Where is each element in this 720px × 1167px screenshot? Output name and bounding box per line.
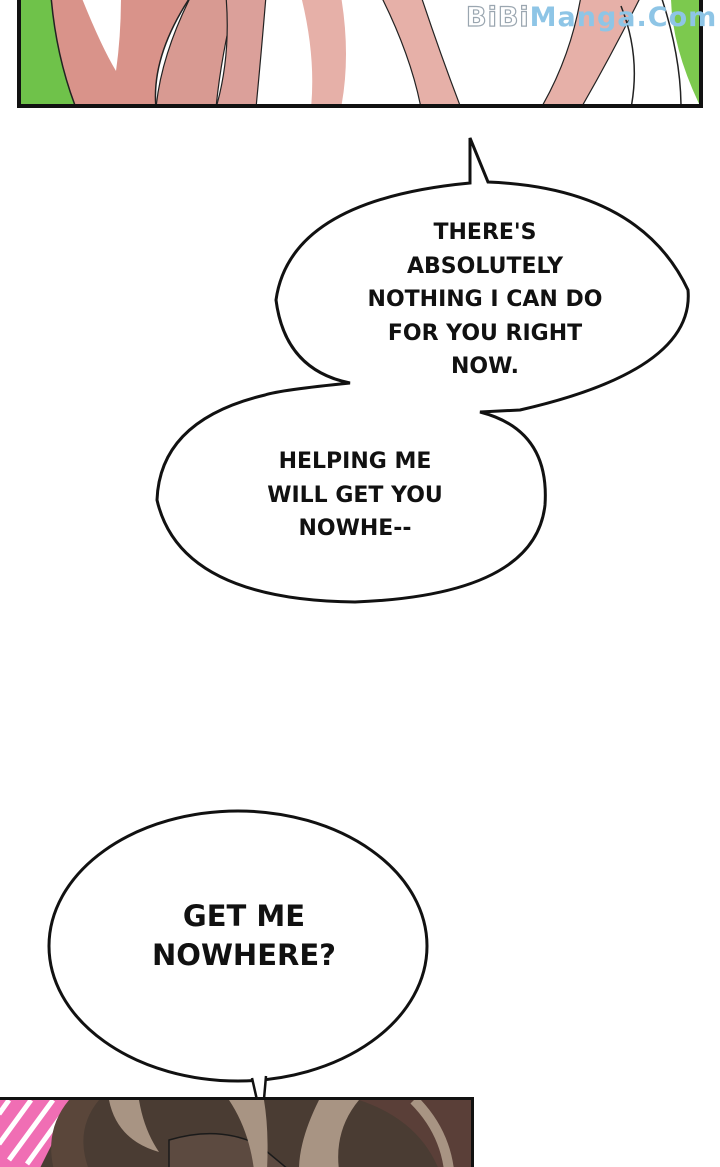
bubble-1-line: NOW. — [451, 354, 519, 379]
watermark-part1: BiBi — [465, 1, 530, 33]
top-art-panel — [17, 0, 703, 108]
bubble-3-line: NOWHERE? — [152, 938, 336, 972]
speech-bubble-1-text: THERE'S ABSOLUTELY NOTHING I CAN DO FOR … — [335, 216, 635, 384]
bubble-1-line: FOR YOU RIGHT — [387, 320, 583, 346]
watermark-part2: Manga.Com — [529, 2, 718, 33]
speech-bubble-2-text: HELPING ME WILL GET YOU NOWHE-- — [225, 445, 485, 546]
watermark: BiBiManga.Com — [465, 1, 718, 33]
bottom-panel-artwork — [0, 1100, 471, 1167]
bubble-1-line: ABSOLUTELY — [407, 253, 563, 279]
top-panel-artwork — [21, 0, 699, 104]
bubble-3-line: GET ME — [182, 899, 306, 933]
bubble-1-line: NOTHING I CAN DO — [367, 287, 603, 312]
bubble-2-line: NOWHE-- — [298, 516, 412, 541]
speech-bubble-3-text: GET ME NOWHERE? — [118, 897, 370, 975]
speech-bubble-3-shape — [47, 809, 429, 1083]
bubble-2-line: HELPING ME — [278, 449, 432, 474]
bottom-art-panel — [0, 1097, 474, 1167]
bubble-2-line: WILL GET YOU — [267, 482, 443, 508]
bubble-1-line: THERE'S — [433, 220, 537, 245]
speech-bubble-1-shape — [155, 137, 690, 604]
